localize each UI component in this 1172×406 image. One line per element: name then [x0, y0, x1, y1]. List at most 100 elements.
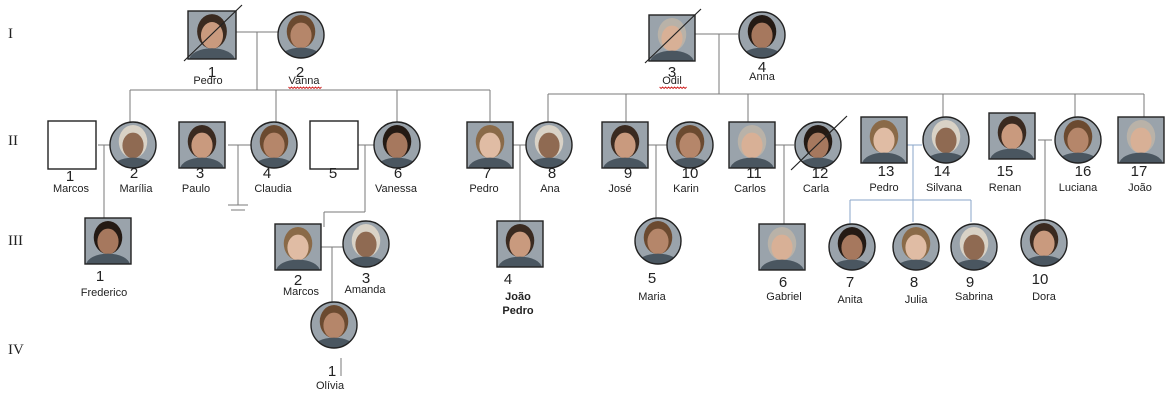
person-number: 4: [263, 165, 271, 182]
portrait-photo: [923, 117, 969, 163]
person-number: 4: [504, 271, 512, 288]
person-number: 16: [1075, 163, 1092, 180]
gen-label-2: II: [8, 133, 18, 149]
portrait-photo: [602, 122, 648, 168]
portrait-photo: [251, 122, 297, 168]
female-symbol: [109, 121, 157, 169]
portrait-photo: [829, 224, 875, 270]
male-symbol: [466, 121, 514, 169]
portrait-photo: [667, 122, 713, 168]
person-name: Carla: [803, 183, 830, 195]
person-number: 9: [966, 274, 974, 291]
gen-label-1: I: [8, 26, 13, 42]
female-symbol: [525, 121, 573, 169]
female-symbol: [922, 116, 970, 164]
person-name: Anna: [749, 71, 776, 83]
person-number: 15: [997, 163, 1014, 180]
female-symbol: [828, 223, 876, 271]
connector-lines: [98, 31, 1145, 376]
person-number: 6: [779, 274, 787, 291]
portrait-photo: [739, 12, 785, 58]
male-symbol: [84, 217, 132, 265]
person-name: Vanna: [289, 75, 321, 87]
person-name: Olívia: [316, 380, 345, 392]
female-symbol: [277, 11, 325, 59]
person-name: Marcos: [283, 286, 320, 298]
male-symbol: [1117, 116, 1165, 164]
person-name: Anita: [837, 294, 863, 306]
portrait-photo: [374, 122, 420, 168]
person-ii-5: 5: [309, 120, 359, 182]
person-name: Julia: [905, 294, 929, 306]
person-number: 3: [196, 165, 204, 182]
portrait-photo: [275, 224, 321, 270]
person-number: 5: [329, 165, 337, 182]
portrait-photo: [311, 302, 357, 348]
person-name: Pedro: [869, 182, 898, 194]
male-symbol: [758, 223, 806, 271]
spellcheck-underline: [288, 86, 322, 90]
person-number: 1: [96, 268, 104, 285]
portrait-photo: [1118, 117, 1164, 163]
portrait-photo: [1021, 220, 1067, 266]
male-symbol: [274, 223, 322, 271]
person-name: Pedro: [469, 183, 498, 195]
female-symbol: [1054, 116, 1102, 164]
portrait-photo: [467, 122, 513, 168]
male-symbol: [496, 220, 544, 268]
person-name: João: [1128, 182, 1152, 194]
female-symbol: [634, 217, 682, 265]
portrait-photo: [893, 224, 939, 270]
person-number: 11: [746, 165, 762, 182]
male-symbol: [988, 112, 1036, 160]
portrait-photo: [1055, 117, 1101, 163]
person-name: Odil: [662, 75, 682, 87]
person-number: 1: [328, 363, 336, 380]
gen-label-4: IV: [8, 342, 24, 358]
portrait-photo: [759, 224, 805, 270]
female-symbol: [794, 121, 842, 169]
person-number: 17: [1131, 163, 1148, 180]
person-name: Luciana: [1059, 182, 1098, 194]
person-name: Marcos: [53, 183, 90, 195]
person-number: 9: [624, 165, 632, 182]
female-symbol: [342, 220, 390, 268]
female-symbol: [666, 121, 714, 169]
person-name: Pedro: [193, 75, 222, 87]
gen-label-3: III: [8, 233, 23, 249]
person-name: Maria: [638, 291, 666, 303]
female-symbol: [950, 223, 998, 271]
person-number: 8: [910, 274, 918, 291]
spellcheck-underline: [659, 86, 687, 90]
person-number: 5: [648, 270, 656, 287]
portrait-photo: [85, 218, 131, 264]
female-symbol: [738, 11, 786, 59]
male-symbol: [648, 14, 696, 62]
person-number: 2: [296, 64, 304, 81]
male-symbol: [601, 121, 649, 169]
portrait-photo: [497, 221, 543, 267]
person-name: Vanessa: [375, 183, 418, 195]
